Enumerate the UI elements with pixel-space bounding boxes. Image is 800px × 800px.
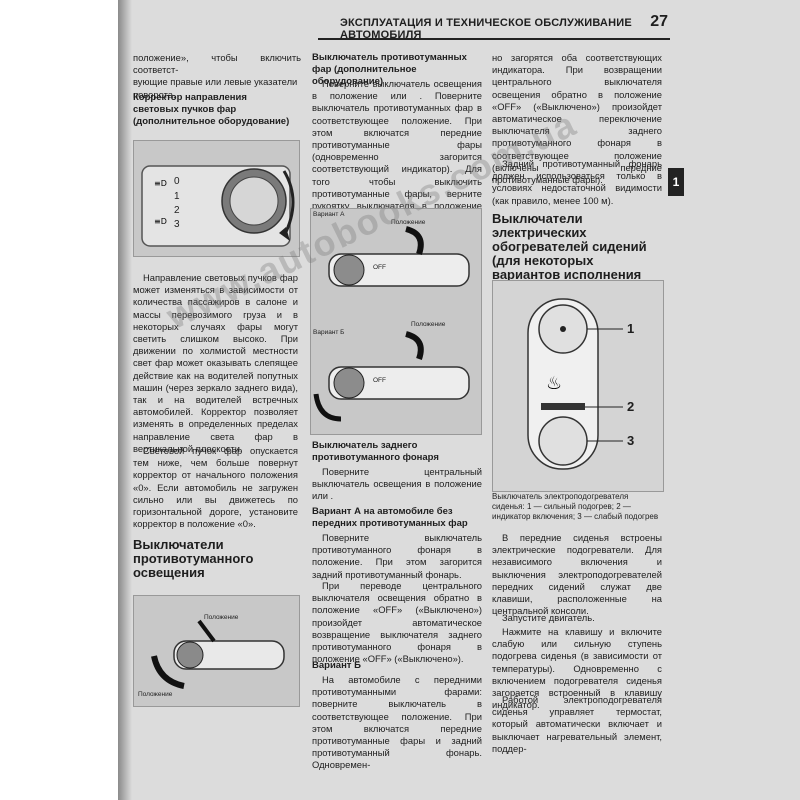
- text: Поверните выключатель противотуманного ф…: [312, 532, 482, 580]
- ring-b: [333, 367, 365, 399]
- dial-label-1: 1: [174, 191, 180, 202]
- position-label: Положение: [204, 614, 239, 621]
- variant-a-label: Вариант А: [313, 211, 345, 218]
- paragraph-variant-a1: Поверните выключатель противотуманного ф…: [312, 532, 482, 581]
- text: В передние сиденья встроены электрически…: [492, 532, 662, 617]
- paragraph-rear-use: Задний противотуманный фонарь должен исп…: [492, 158, 662, 207]
- intro-line: поворота.: [133, 88, 176, 100]
- figure-fog-variants: Вариант А Положение OFF Вариант Б Положе…: [310, 208, 482, 435]
- seat-svg: ♨: [527, 298, 623, 470]
- paragraph-low-beam: Световой пучок фар опускается тем ниже, …: [133, 445, 298, 530]
- heading-fog: Выключатели противотуманного освещения: [133, 537, 254, 580]
- heading-corrector: Корректор направления световых пучков фа…: [133, 92, 290, 127]
- off-label: OFF: [373, 264, 386, 271]
- dial-label-2: 2: [174, 205, 180, 216]
- text: Задний противотуманный фонарь должен исп…: [492, 158, 662, 206]
- paragraph-seat3: Нажмите на клавишу и включите слабую или…: [492, 626, 662, 711]
- strong-heat-dot: [560, 326, 566, 332]
- heading-rear-fog: Выключатель заднего противотуманного фон…: [312, 440, 439, 463]
- callout-2: 2: [627, 399, 635, 414]
- figure-fog-stalk: Положение Положение: [133, 595, 300, 707]
- text: Поверните центральный выключатель освеще…: [312, 466, 482, 502]
- paragraph-seat2: Запустите двигатель.: [492, 612, 662, 624]
- headlamp-icon: ≡D: [154, 179, 167, 188]
- paragraph-variant-b: На автомобиле с передними противотуманны…: [312, 674, 482, 772]
- text: Световой пучок фар опускается тем ниже, …: [133, 445, 298, 530]
- paragraph-front-fog: Поверните выключатель освещения в положе…: [312, 78, 482, 224]
- text: но загорятся оба соответствующих индикат…: [492, 52, 662, 186]
- header-title: ЭКСПЛУАТАЦИЯ И ТЕХНИЧЕСКОЕ ОБСЛУЖИВАНИЕ …: [340, 17, 632, 41]
- text: Запустите двигатель.: [502, 612, 595, 623]
- position-label: Положение: [411, 321, 446, 328]
- arrow-a: [405, 226, 424, 255]
- text: Нажмите на клавишу и включите слабую или…: [492, 626, 662, 711]
- paragraph-cont: но загорятся оба соответствующих индикат…: [492, 52, 662, 186]
- ring-a: [333, 254, 365, 286]
- arrow-b: [405, 331, 424, 360]
- position-label-2: Положение: [138, 691, 173, 698]
- heading-variant-a: Вариант А на автомобиле без передних про…: [312, 506, 468, 529]
- figure-corrector-dial: ≡D ≡D 0 1 2 3: [133, 140, 300, 257]
- dial-knob: [229, 176, 279, 226]
- figure-seat-heater: ♨ 1 2 3: [492, 280, 664, 492]
- rotation-arrow: [282, 170, 295, 237]
- text: На автомобиле с передними противотуманны…: [312, 674, 482, 771]
- col1-intro: положение», чтобы включить соответст- ву…: [133, 52, 301, 101]
- page-header: ЭКСПЛУАТАЦИЯ И ТЕХНИЧЕСКОЕ ОБСЛУЖИВАНИЕ …: [318, 13, 670, 41]
- weak-heat-button: [538, 416, 588, 466]
- page-gutter-shadow: [118, 0, 132, 800]
- paragraph-corrector: Направление световых пучков фар может из…: [133, 272, 298, 455]
- stalk-svg: [151, 619, 285, 689]
- indicator-light: [541, 403, 585, 410]
- intro-line: вующие правые или левые указатели: [133, 76, 298, 88]
- stalk-b: [328, 366, 470, 400]
- position-label: Положение: [391, 219, 426, 226]
- paragraph-variant-a2: При переводе центрального выключателя ос…: [312, 580, 482, 665]
- off-label: OFF: [373, 377, 386, 384]
- text: Направление световых пучков фар может из…: [133, 272, 298, 454]
- variants-svg: [313, 226, 470, 422]
- dial-svg: ≡D ≡D: [141, 165, 295, 247]
- section-tab: 1: [668, 168, 684, 196]
- callout-1: 1: [627, 321, 635, 336]
- paragraph-seat1: В передние сиденья встроены электрически…: [492, 532, 662, 617]
- text: Работой электроподогревателя сиденья упр…: [492, 694, 662, 754]
- heading-variant-b: Вариант Б: [312, 660, 361, 671]
- intro-line: положение», чтобы включить соответст-: [133, 52, 301, 76]
- headlamp-icon: ≡D: [154, 217, 167, 226]
- dial-label-0: 0: [174, 176, 180, 187]
- seat-heater-icon: ♨: [546, 373, 562, 394]
- variant-b-label: Вариант Б: [313, 329, 345, 336]
- paragraph-rear-fog: Поверните центральный выключатель освеще…: [312, 466, 482, 503]
- stalk-ring: [176, 641, 204, 669]
- callout-3: 3: [627, 433, 635, 448]
- pointer-arrow: [197, 619, 216, 643]
- heading-front-fog: Выключатель противотуманных фар (дополни…: [312, 52, 467, 87]
- text: Поверните выключатель освещения в положе…: [312, 78, 482, 223]
- rotation-arrow-head: [279, 227, 290, 241]
- text: При переводе центрального выключателя ос…: [312, 580, 482, 665]
- paragraph-seat4: Работой электроподогревателя сиденья упр…: [492, 694, 662, 755]
- stalk-a: [328, 253, 470, 287]
- caption-seat: Выключатель электроподогревателя сиденья…: [492, 492, 659, 521]
- arrow-b-rotate: [313, 393, 342, 422]
- page-number: 27: [650, 13, 668, 30]
- rotate-arrow: [151, 655, 185, 689]
- dial-label-3: 3: [174, 219, 180, 230]
